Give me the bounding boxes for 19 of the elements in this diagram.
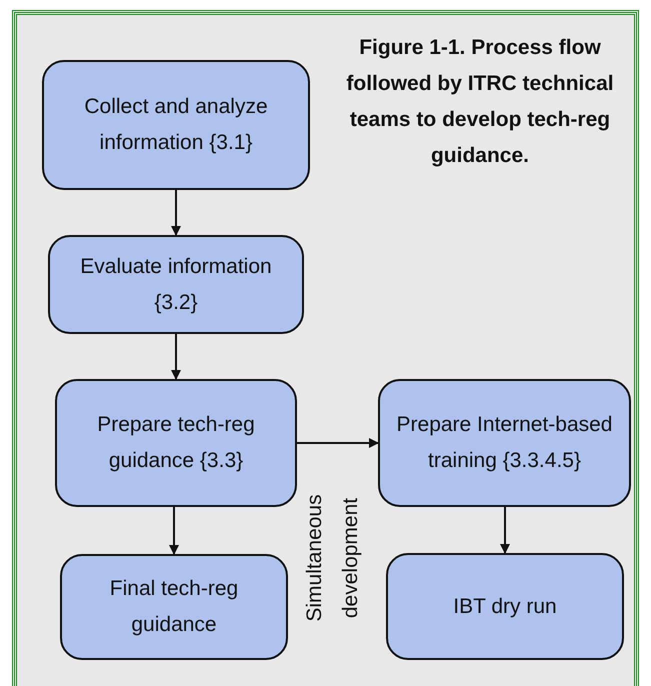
arrow <box>169 507 179 555</box>
process-box <box>55 379 297 507</box>
process-box <box>386 553 624 660</box>
arrow <box>171 334 181 380</box>
arrow <box>500 507 510 554</box>
box-text: Collect and analyze information {3.1} <box>83 94 269 156</box>
box-text: Prepare tech-reg guidance {3.3} <box>96 412 256 474</box>
box-text: Evaluate information {3.2} <box>79 254 273 316</box>
figure-title: Figure 1-1. Process flow followed by ITRC technical teams to develop tech-reg guidance. <box>345 35 615 169</box>
box-text: Prepare Internet-based training {3.3.4.5} <box>396 412 614 474</box>
arrow <box>171 190 181 236</box>
box-text: IBT dry run <box>453 594 557 620</box>
process-box <box>48 235 304 334</box>
process-box <box>378 379 631 507</box>
process-box <box>60 554 288 660</box>
arrow <box>297 438 379 448</box>
box-text: Final tech-reg guidance <box>108 576 240 638</box>
process-box <box>42 60 310 190</box>
rotated-label: Simultaneous development <box>302 493 363 624</box>
